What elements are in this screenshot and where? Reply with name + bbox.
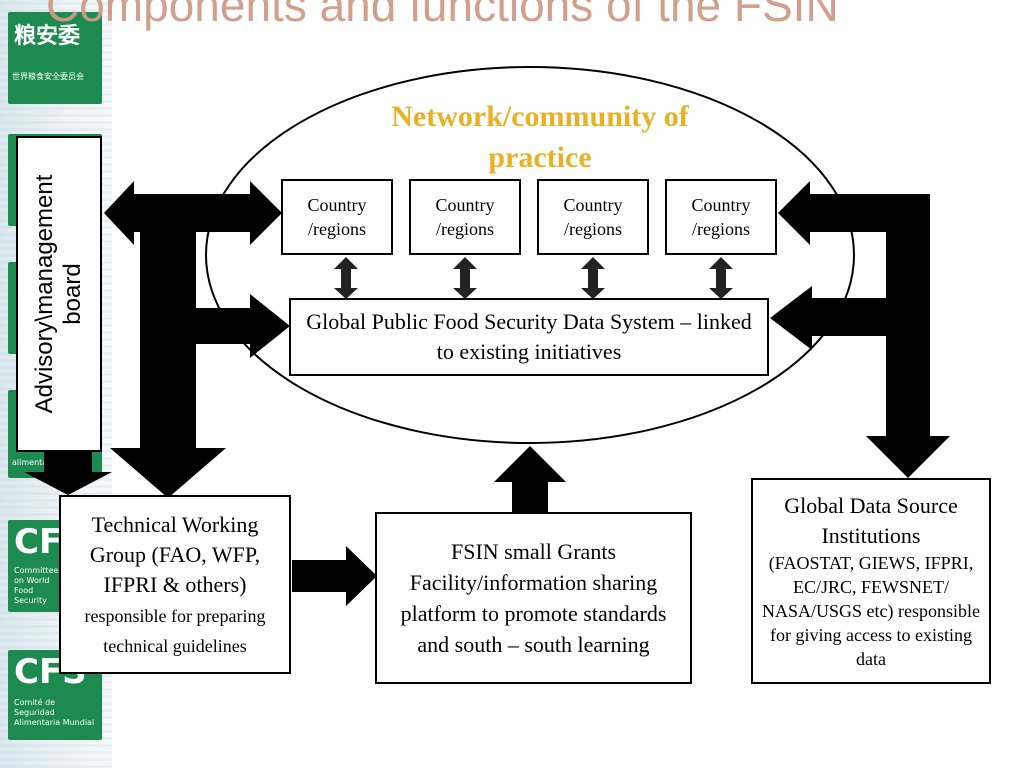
- slide-title: Components and functions of the FSIN: [46, 0, 839, 31]
- grants-facility-box: FSIN small Grants Facility/information s…: [375, 512, 692, 684]
- country-box-1: Country /regions: [281, 179, 393, 255]
- data-source-box: Global Data Source Institutions (FAOSTAT…: [751, 478, 991, 684]
- double-arrows: [334, 257, 733, 299]
- technical-working-group-box: Technical Working Group (FAO, WFP, IFPRI…: [59, 495, 291, 674]
- community-ellipse: [205, 66, 855, 444]
- cfs-logo-chinese: 粮安委 世界粮食安全委员会: [8, 12, 102, 104]
- grants-up-arrow: [494, 446, 566, 512]
- data-source-detail: (FAOSTAT, GIEWS, IFPRI, EC/JRC, FEWSNET/…: [762, 553, 980, 669]
- advisory-board-box: Advisory\management board: [16, 136, 102, 452]
- country-box-2: Country /regions: [409, 179, 521, 255]
- right-bracket-arrow: [770, 181, 950, 478]
- data-system-box: Global Public Food Security Data System …: [289, 298, 769, 376]
- community-label: Network/community of practice: [391, 100, 689, 174]
- data-source-main: Global Data Source Institutions: [784, 493, 958, 548]
- left-bracket-arrow: [104, 181, 290, 498]
- twg-detail-text: responsible for preparing technical guid…: [84, 605, 266, 656]
- twg-main-text: Technical Working Group (FAO, WFP, IFPRI…: [89, 511, 261, 597]
- country-box-4: Country /regions: [665, 179, 777, 255]
- twg-to-grants-arrow: [292, 546, 377, 606]
- advisory-down-arrow: [24, 452, 112, 495]
- country-box-3: Country /regions: [537, 179, 649, 255]
- advisory-board-label: Advisory\management board: [31, 174, 86, 414]
